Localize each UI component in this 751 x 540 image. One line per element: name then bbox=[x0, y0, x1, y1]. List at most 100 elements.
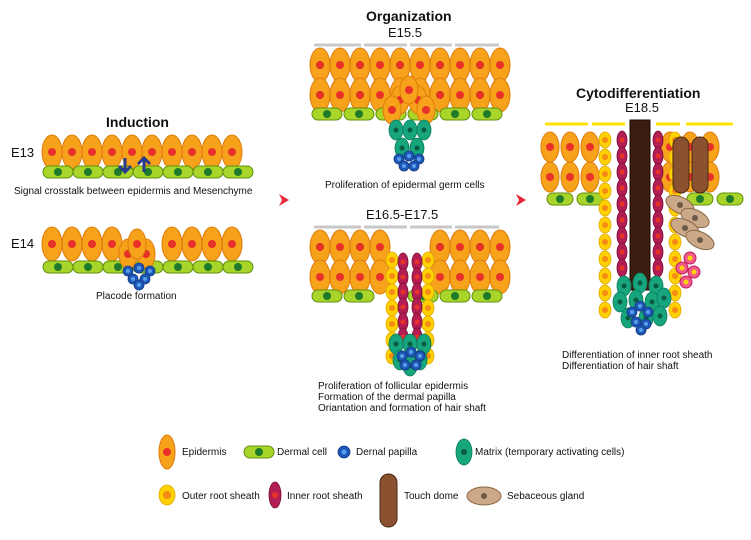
legend-label-matrix: Matrix (temporary activating cells) bbox=[475, 447, 625, 458]
outer-root-sheath-nucleus bbox=[602, 171, 608, 177]
dermal-nucleus bbox=[234, 168, 242, 176]
legend-outer-root-sheath-icon bbox=[163, 491, 171, 499]
inner-root-sheath-nucleus bbox=[400, 274, 406, 280]
legend-label-epidermis: Epidermis bbox=[182, 447, 227, 458]
outer-root-sheath-nucleus bbox=[602, 307, 608, 313]
sebaceous-nucleus bbox=[697, 237, 703, 243]
epidermal-nucleus bbox=[188, 240, 196, 248]
epidermal-nucleus bbox=[148, 148, 156, 156]
sebocyte-nucleus bbox=[683, 279, 689, 285]
outer-root-sheath-nucleus bbox=[425, 257, 431, 263]
dermal-nucleus bbox=[451, 110, 459, 118]
sebaceous-nucleus bbox=[692, 215, 698, 221]
matrix-nucleus bbox=[633, 297, 639, 303]
epidermal-nucleus bbox=[396, 61, 404, 69]
inner-root-sheath-nucleus bbox=[619, 265, 625, 271]
stage-arrow-icon bbox=[516, 194, 526, 206]
legend-label-dermal-cell: Dermal cell bbox=[277, 447, 328, 458]
inner-root-sheath-nucleus bbox=[619, 233, 625, 239]
touch-dome-cell bbox=[672, 136, 690, 194]
legend-dermal-papilla-icon bbox=[341, 449, 347, 455]
legend-touch-dome-icon bbox=[379, 473, 398, 528]
epidermal-nucleus bbox=[316, 91, 324, 99]
outer-root-sheath-nucleus bbox=[602, 188, 608, 194]
inner-root-sheath-nucleus bbox=[400, 259, 406, 265]
inner-root-sheath-nucleus bbox=[655, 265, 661, 271]
dermal-papilla-nucleus bbox=[407, 154, 411, 158]
outer-root-sheath-nucleus bbox=[672, 307, 678, 313]
epidermal-nucleus bbox=[566, 173, 574, 181]
e165-label: E16.5-E17.5 bbox=[366, 207, 439, 222]
touch-dome-cell bbox=[691, 136, 709, 194]
dermal-nucleus bbox=[726, 195, 734, 203]
dermal-papilla-nucleus bbox=[403, 363, 407, 367]
dermal-papilla-nucleus bbox=[409, 350, 413, 354]
stage-arrow-icon bbox=[279, 194, 289, 206]
dermal-nucleus bbox=[483, 292, 491, 300]
dermal-papilla-nucleus bbox=[414, 363, 418, 367]
inner-root-sheath-nucleus bbox=[414, 289, 420, 295]
epidermal-nucleus bbox=[436, 243, 444, 251]
legend-label-sebaceous-gland: Sebaceous gland bbox=[507, 491, 585, 502]
inner-root-sheath-nucleus bbox=[414, 319, 420, 325]
legend-sebaceous-gland-icon bbox=[481, 493, 487, 499]
dermal-nucleus bbox=[451, 292, 459, 300]
legend-epidermis-icon bbox=[163, 448, 171, 456]
epidermal-nucleus bbox=[376, 61, 384, 69]
outer-root-sheath-nucleus bbox=[425, 273, 431, 279]
hair-shaft-icon bbox=[629, 119, 651, 291]
inner-root-sheath-nucleus bbox=[655, 201, 661, 207]
outer-root-sheath-nucleus bbox=[425, 321, 431, 327]
epidermal-nucleus bbox=[228, 148, 236, 156]
outer-root-sheath-nucleus bbox=[672, 239, 678, 245]
epidermal-nucleus bbox=[586, 143, 594, 151]
outer-root-sheath-nucleus bbox=[389, 273, 395, 279]
inner-root-sheath-nucleus bbox=[655, 233, 661, 239]
epidermal-nucleus bbox=[316, 243, 324, 251]
dermal-nucleus bbox=[144, 168, 152, 176]
dermal-papilla-nucleus bbox=[417, 157, 421, 161]
matrix-nucleus bbox=[657, 313, 663, 319]
epidermal-nucleus bbox=[356, 243, 364, 251]
dermal-papilla-nucleus bbox=[126, 269, 130, 273]
inner-root-sheath-nucleus bbox=[655, 217, 661, 223]
dermal-papilla-nucleus bbox=[400, 354, 404, 358]
e14-label: E14 bbox=[11, 236, 35, 251]
epidermal-nucleus bbox=[316, 273, 324, 281]
dermal-papilla-nucleus bbox=[137, 266, 141, 270]
dermal-nucleus bbox=[114, 263, 122, 271]
epidermal-nucleus bbox=[456, 61, 464, 69]
dermal-nucleus bbox=[355, 292, 363, 300]
dermal-nucleus bbox=[84, 168, 92, 176]
e185-caption-line-1: Differentiation of inner root sheath bbox=[562, 350, 713, 361]
inner-root-sheath-nucleus bbox=[619, 137, 625, 143]
dermal-papilla-nucleus bbox=[148, 269, 152, 273]
epidermal-nucleus bbox=[88, 240, 96, 248]
epidermal-nucleus bbox=[496, 91, 504, 99]
dermal-nucleus bbox=[234, 263, 242, 271]
e13-caption: Signal crosstalk between epidermis and M… bbox=[14, 186, 253, 197]
legend-inner-root-sheath-icon bbox=[272, 492, 278, 498]
epidermal-nucleus bbox=[208, 240, 216, 248]
epidermal-nucleus bbox=[566, 143, 574, 151]
epidermal-nucleus bbox=[388, 106, 396, 114]
matrix-nucleus bbox=[407, 127, 413, 133]
epidermal-nucleus bbox=[356, 91, 364, 99]
sebocyte-nucleus bbox=[687, 255, 693, 261]
dermal-nucleus bbox=[323, 110, 331, 118]
matrix-nucleus bbox=[407, 341, 413, 347]
legend-label-outer-root-sheath: Outer root sheath bbox=[182, 491, 260, 502]
epidermal-nucleus bbox=[336, 243, 344, 251]
dermal-papilla-nucleus bbox=[131, 277, 135, 281]
epidermal-nucleus bbox=[108, 240, 116, 248]
outer-root-sheath-nucleus bbox=[602, 137, 608, 143]
matrix-nucleus bbox=[421, 341, 427, 347]
dermal-nucleus bbox=[355, 110, 363, 118]
signal-up-arrow-icon bbox=[136, 155, 152, 172]
e185-label: E18.5 bbox=[625, 100, 659, 115]
sebaceous-nucleus bbox=[682, 225, 688, 231]
sebaceous-nucleus bbox=[677, 202, 683, 208]
epidermal-nucleus bbox=[422, 106, 430, 114]
matrix-nucleus bbox=[661, 295, 667, 301]
